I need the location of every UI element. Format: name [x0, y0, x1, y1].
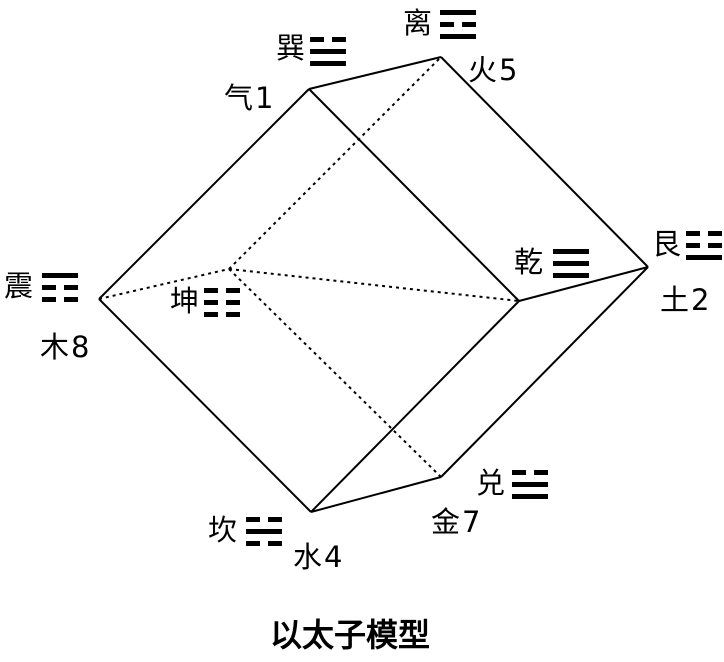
yin-line-segment: [64, 285, 78, 290]
jin-element-label: 金7: [431, 505, 480, 539]
yin-line-segment: [686, 243, 700, 248]
edge-qi-huo: [308, 56, 442, 90]
yang-line: [440, 10, 476, 15]
trigram-symbols: [42, 10, 722, 546]
yin-line-segment: [440, 22, 454, 27]
qi-element-label: 气1: [224, 81, 273, 115]
yin-line-segment: [42, 285, 56, 290]
yang-line: [42, 273, 78, 278]
zhen-trigram-icon: [42, 273, 78, 302]
kan-label: 坎: [208, 513, 237, 547]
yin-line-segment: [226, 312, 240, 317]
mu-element-label: 木8: [40, 330, 89, 364]
edge-shui-jin: [310, 476, 442, 513]
yin-line-segment: [204, 300, 218, 305]
yang-line: [440, 34, 476, 39]
yin-line-segment: [462, 22, 476, 27]
qian-trigram-icon: [553, 249, 589, 278]
edge-shui-qian: [310, 300, 520, 513]
gen-trigram-icon: [686, 231, 722, 260]
xun-trigram-icon: [310, 37, 346, 66]
li-label: 离: [403, 6, 432, 40]
shui-element-label: 水4: [293, 540, 342, 574]
yang-line: [553, 261, 589, 266]
diagram-title: 以太子模型: [270, 616, 430, 654]
kun-label: 坤: [170, 284, 199, 318]
yang-line: [310, 61, 346, 66]
edge-qi-mu: [98, 88, 310, 300]
yin-line-segment: [512, 470, 526, 475]
yang-line: [553, 249, 589, 254]
yin-line-segment: [42, 297, 56, 302]
gen-label: 艮: [652, 227, 681, 261]
hidden-edges: [98, 56, 520, 478]
yin-line-segment: [708, 243, 722, 248]
yin-line-segment: [204, 288, 218, 293]
solid-edges: [98, 56, 649, 513]
yin-line-segment: [226, 288, 240, 293]
vertex-labels: 巽 气1 离 火5 震 木8 坤 乾 艮 土2 兑 金7 坎 水4: [4, 6, 709, 574]
yin-line-segment: [332, 37, 346, 42]
yang-line: [686, 255, 722, 260]
yang-line: [310, 49, 346, 54]
yin-line-segment: [246, 541, 260, 546]
dui-label: 兑: [476, 466, 505, 500]
edge-huo-tu: [440, 56, 649, 268]
kan-trigram-icon: [246, 517, 282, 546]
yang-line: [246, 529, 282, 534]
li-trigram-icon: [440, 10, 476, 39]
yin-line-segment: [268, 541, 282, 546]
yang-line: [553, 273, 589, 278]
yin-line-segment: [64, 297, 78, 302]
yin-line-segment: [708, 231, 722, 236]
edge-mu-kun: [98, 268, 230, 300]
yin-line-segment: [686, 231, 700, 236]
yang-line: [512, 482, 548, 487]
yin-line-segment: [534, 470, 548, 475]
edge-qian-tu: [518, 266, 649, 302]
huo-element-label: 火5: [468, 53, 517, 87]
edge-tu-jin: [440, 266, 649, 478]
dui-trigram-icon: [512, 470, 548, 499]
yang-line: [512, 494, 548, 499]
xun-label: 巽: [276, 31, 305, 65]
qian-label: 乾: [514, 245, 543, 279]
edge-kun-qian: [228, 268, 520, 302]
edge-mu-shui: [98, 298, 312, 513]
yin-line-segment: [204, 312, 218, 317]
edge-qi-qian: [308, 88, 520, 302]
yin-line-segment: [268, 517, 282, 522]
edge-kun-jin: [228, 268, 442, 478]
zhen-label: 震: [4, 269, 33, 303]
yin-line-segment: [246, 517, 260, 522]
kun-trigram-icon: [204, 288, 240, 317]
tu-element-label: 土2: [660, 283, 709, 317]
yin-line-segment: [226, 300, 240, 305]
edge-kun-huo: [228, 56, 442, 270]
yin-line-segment: [310, 37, 324, 42]
